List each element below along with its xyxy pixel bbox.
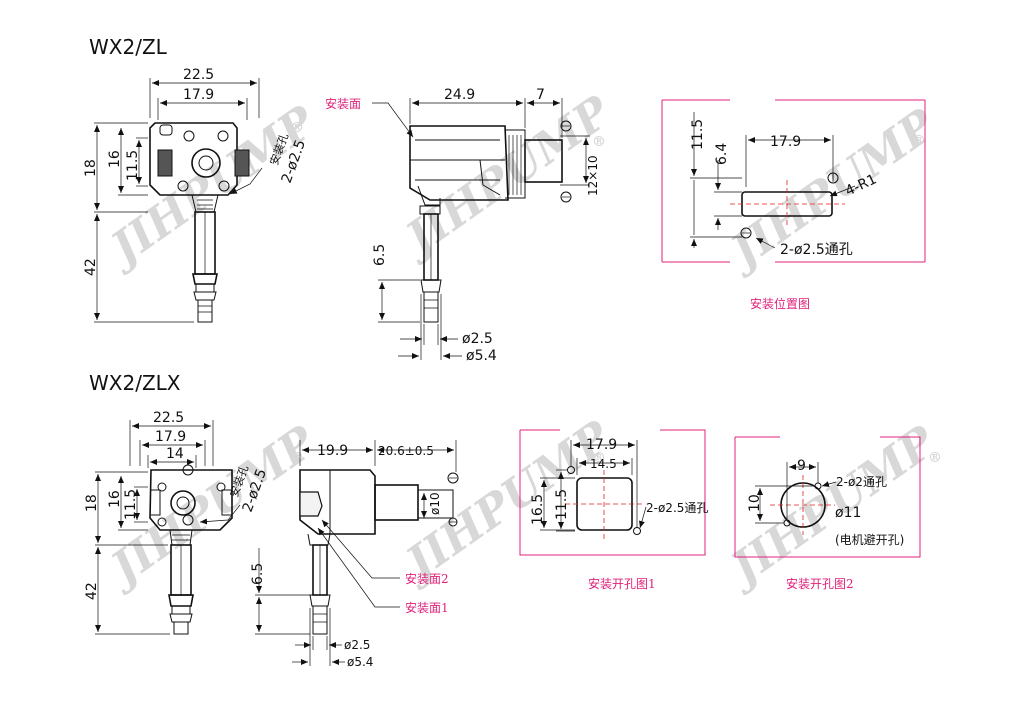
watermark-mark: ® [912,133,926,149]
cut2-dim-10: 10 [747,494,763,512]
zl-side-dim-12x10: 12×10 [586,155,600,196]
title-wx2-zlx: WX2/ZLX [89,371,181,395]
cut2-dim-9: 9 [797,458,806,474]
zl-position-diagram: 17.9 11.5 6.4 4-R1 2-ø2.5通孔 安装位置图 [661,99,926,311]
zl-side-dim-7: 7 [536,87,545,103]
zl-front-dim-42: 42 [83,258,99,276]
cut2-dia: ø11 [835,505,861,521]
position-dim-17-9: 17.9 [770,134,801,150]
zlx-front-dim-18: 18 [84,494,100,512]
zl-side-face-label: 安装面 [325,96,361,111]
zl-front-dim-22-5: 22.5 [183,67,214,83]
zl-front-view: 22.5 17.9 18 16 11.5 42 安装孔 2-ø2.5 [83,67,309,323]
cut2-note: (电机避开孔) [835,533,904,547]
position-dim-11-5: 11.5 [690,119,706,150]
cut1-holes: 2-ø2.5通孔 [646,501,708,515]
zlx-side-dim-d2-5: ø2.5 [344,638,370,652]
zlx-side-view: 19.9 20.6±0.5 ø10 6.5 ø2.5 ø5.4 安装面2 安装面… [250,440,459,669]
zl-side-view: 安装面 24.9 7 12×10 6.5 [325,87,600,364]
cut1-dim-14-5: 14.5 [590,457,617,471]
zlx-side-dim-20-6: 20.6±0.5 [378,444,434,458]
cut2-caption: 安装开孔图2 [786,576,854,591]
watermark-mark: ® [290,120,304,136]
watermark-mark: ® [928,450,942,466]
zlx-front-dim-17-9: 17.9 [155,429,186,445]
watermark-mark: ® [290,450,304,466]
zlx-front-dim-22-5: 22.5 [153,410,184,426]
zl-front-dim-17-9: 17.9 [183,87,214,103]
zlx-side-dim-d10: ø10 [428,492,442,515]
cut1-dim-11-5: 11.5 [554,489,570,520]
zl-front-dim-11-5: 11.5 [125,150,141,181]
title-wx2-zl: WX2/ZL [89,35,168,59]
zlx-side-dim-d5-4: ø5.4 [347,655,373,669]
position-caption: 安装位置图 [750,296,810,311]
zl-front-dim-16: 16 [107,150,123,168]
zlx-front-dim-14: 14 [166,446,184,462]
cut1-dim-16-5: 16.5 [530,494,546,525]
zlx-cutout-1: 17.9 14.5 16.5 11.5 2-ø2.5通孔 安装开孔图1 [519,429,708,591]
zl-side-dim-d5-4: ø5.4 [466,348,497,364]
zlx-front-dim-11-5: 11.5 [123,489,139,520]
zlx-front-dim-42: 42 [84,582,100,600]
zlx-cutout-2: 9 10 2-ø2通孔 ø11 (电机避开孔) 安装开孔图2 [734,436,921,591]
zlx-side-face1-label: 安装面1 [405,600,449,615]
zlx-side-dim-6-5: 6.5 [250,563,266,585]
position-holes: 2-ø2.5通孔 [780,242,853,258]
cut2-holes: 2-ø2通孔 [836,475,887,489]
cut1-dim-17-9: 17.9 [586,437,617,453]
position-dim-6-4: 6.4 [714,143,730,165]
zlx-front-dim-16: 16 [107,490,123,508]
zl-side-dim-d2-5: ø2.5 [462,331,493,347]
zl-front-dim-18: 18 [83,159,99,177]
zl-side-dim-6-5: 6.5 [372,244,388,266]
zlx-side-dim-19-9: 19.9 [317,443,348,459]
zl-side-dim-24-9: 24.9 [444,87,475,103]
cut1-caption: 安装开孔图1 [588,576,656,591]
zlx-side-face2-label: 安装面2 [405,571,449,586]
watermark-mark: ® [592,134,606,150]
